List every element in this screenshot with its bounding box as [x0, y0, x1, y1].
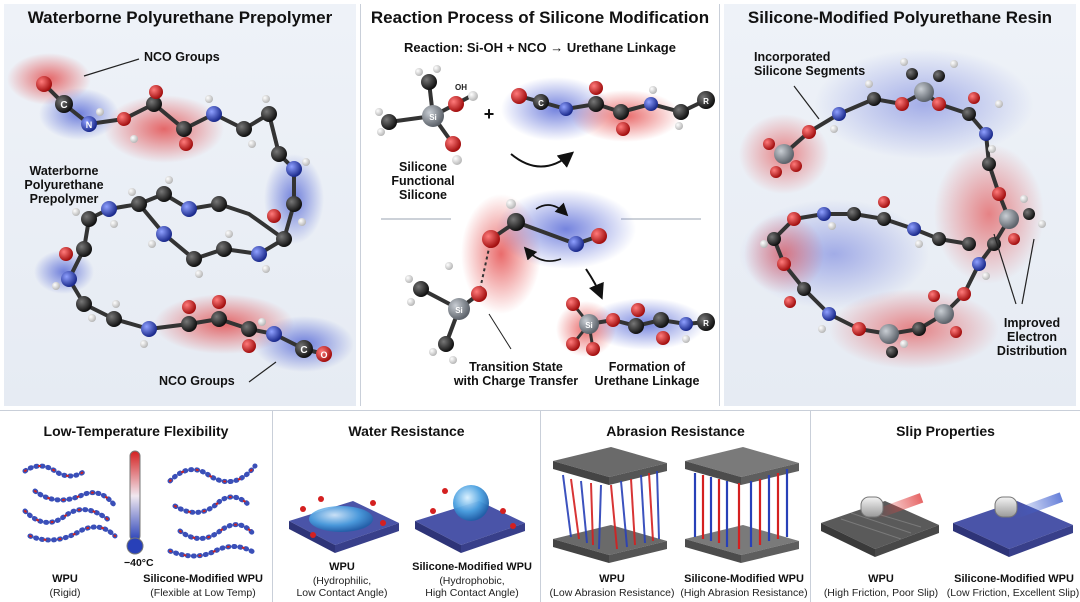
bead-water-drop-icon — [453, 485, 489, 521]
abrasion-illustration — [553, 447, 799, 563]
reaction-mechanism-illustration: Si OH + C R — [375, 65, 715, 364]
prepolymer-atoms: C N C O — [36, 76, 332, 362]
wpu-subcaption: (High Friction, Poor Slip) — [823, 587, 939, 599]
reaction-panel: Reaction Process of Silicone Modificatio… — [360, 4, 720, 406]
intact-top-plate — [685, 447, 799, 477]
modified-wpu-subcaption: (Low Friction, Excellent Slip) — [946, 587, 1080, 599]
flexible-polymer-icon — [167, 463, 258, 559]
prepolymer-molecule-illustration: C N C O — [7, 53, 354, 383]
svg-text:O: O — [320, 350, 327, 360]
flat-water-drop-icon — [309, 506, 373, 532]
wpu-caption: WPU — [52, 573, 78, 585]
modified-wpu-caption: Silicone-Modified WPU — [412, 561, 532, 573]
slider-block-icon — [994, 496, 1018, 518]
silicone-functional-label: Silicone Functional Silicone — [391, 160, 455, 202]
section-title: Slip Properties — [896, 423, 995, 439]
prepolymer-center-label: Waterborne Polyurethane Prepolymer — [24, 164, 104, 206]
slip-illustration — [821, 492, 1073, 557]
temperature-label: −40°C — [124, 557, 154, 569]
worn-top-plate — [553, 447, 667, 477]
svg-text:OH: OH — [455, 83, 467, 92]
panel-title: Reaction Process of Silicone Modificatio… — [370, 8, 710, 27]
transition-state-molecule: Si — [405, 199, 607, 364]
modified-wpu-subcaption: (Flexible at Low Temp) — [150, 587, 256, 599]
nco-bottom-leader — [248, 361, 277, 383]
wpu-caption: WPU — [599, 573, 625, 585]
thermometer-icon — [129, 450, 141, 542]
electron-distribution-label: Improved Electron Distribution — [996, 316, 1068, 358]
section-title: Low-Temperature Flexibility — [43, 423, 229, 439]
silicone-segments-label: Incorporated Silicone Segments — [754, 50, 866, 78]
silicone-molecule: Si OH — [375, 65, 478, 165]
nco-fragment: C R — [511, 81, 715, 136]
section-title: Abrasion Resistance — [606, 423, 745, 439]
section-title: Water Resistance — [348, 423, 465, 439]
resin-panel: Silicone-Modified Polyurethane Resin — [724, 4, 1076, 406]
transition-state-label: Transition State with Charge Transfer — [453, 360, 579, 388]
reaction-equation: Reaction: Si-OH + NCO → Urethane Linkage — [404, 40, 676, 55]
svg-text:R: R — [703, 97, 709, 106]
water-illustration — [289, 485, 525, 553]
nco-top-leader — [83, 58, 140, 77]
slip-properties-section: Slip Properties WPU (High Friction, Poor… — [810, 411, 1080, 602]
modified-wpu-caption: Silicone-Modified WPU — [954, 573, 1074, 585]
modified-wpu-subcaption: (Hydrophobic, High Contact Angle) — [425, 575, 519, 599]
flexibility-illustration — [22, 450, 258, 559]
svg-text:C: C — [300, 345, 307, 356]
svg-text:R: R — [703, 319, 709, 328]
prepolymer-panel: Waterborne Polyurethane Prepolymer — [4, 4, 356, 406]
wpu-subcaption: (Hydrophilic, Low Contact Angle) — [296, 575, 388, 599]
wpu-subcaption: (Rigid) — [49, 587, 81, 599]
nco-groups-bottom-label: NCO Groups — [159, 374, 235, 388]
wpu-subcaption: (Low Abrasion Resistance) — [549, 587, 675, 599]
hydrophobic-surface — [415, 501, 525, 545]
urethane-product-molecule: Si R — [566, 297, 715, 356]
svg-text:N: N — [86, 120, 93, 130]
wpu-caption: WPU — [329, 561, 355, 573]
smooth-surface — [953, 501, 1073, 549]
svg-text:C: C — [538, 99, 544, 108]
modified-wpu-caption: Silicone-Modified WPU — [143, 573, 263, 585]
modified-wpu-caption: Silicone-Modified WPU — [684, 573, 804, 585]
rigid-polymer-icon — [22, 463, 118, 543]
resin-atoms — [760, 58, 1046, 358]
plus-sign: + — [484, 104, 495, 124]
slider-block-icon — [860, 496, 884, 518]
modified-wpu-subcaption: (High Abrasion Resistance) — [680, 587, 808, 599]
properties-row: Low-Temperature Flexibility −40°C WPU (R… — [0, 410, 1080, 602]
abrasion-resistance-section: Abrasion Resistance — [540, 411, 810, 602]
flexibility-section: Low-Temperature Flexibility −40°C WPU (R… — [0, 411, 272, 602]
reaction-arrow — [510, 151, 575, 168]
formation-label: Formation of Urethane Linkage — [594, 360, 700, 388]
nco-groups-top-label: NCO Groups — [144, 50, 220, 64]
svg-text:Si: Si — [585, 321, 593, 330]
panel-title: Silicone-Modified Polyurethane Resin — [747, 8, 1053, 27]
svg-text:Si: Si — [455, 306, 463, 315]
wpu-caption: WPU — [868, 573, 894, 585]
water-resistance-section: Water Resistance WPU (Hydrophilic, Low C… — [272, 411, 540, 602]
svg-text:C: C — [60, 100, 67, 111]
svg-text:Si: Si — [429, 113, 437, 122]
rough-surface — [821, 501, 939, 549]
resin-molecule-illustration — [739, 49, 1046, 369]
panel-title: Waterborne Polyurethane Prepolymer — [27, 8, 333, 27]
